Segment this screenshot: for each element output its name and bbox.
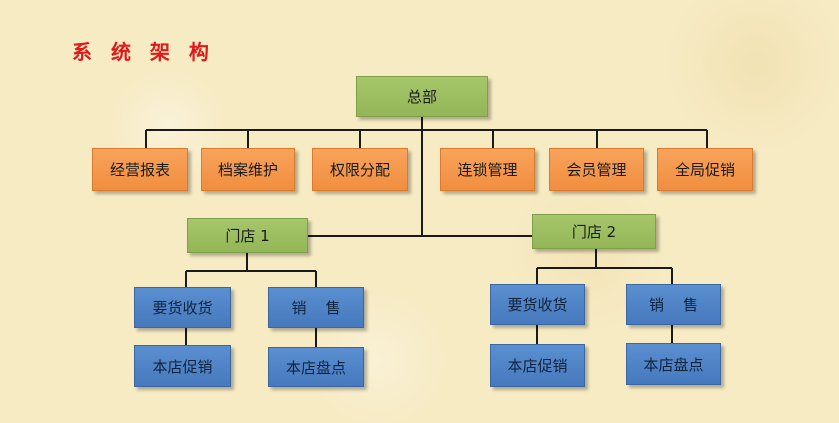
node-store2-inventory: 本店盘点 [626, 343, 721, 385]
node-store1-inventory: 本店盘点 [268, 347, 364, 387]
node-store1-promotion: 本店促销 [134, 345, 231, 387]
node-module-archive: 档案维护 [201, 148, 295, 191]
node-headquarters: 总部 [356, 76, 488, 117]
node-module-promotions: 全局促销 [657, 148, 753, 191]
page-title: 系 统 架 构 [72, 40, 215, 64]
node-module-members: 会员管理 [549, 148, 644, 191]
node-store2-sales: 销 售 [626, 284, 721, 325]
node-module-reports: 经营报表 [92, 148, 188, 191]
node-store2-ordering: 要货收货 [490, 284, 585, 325]
node-store1-sales: 销 售 [268, 287, 364, 328]
node-module-chain: 连锁管理 [440, 148, 535, 191]
node-store-2: 门店 2 [532, 214, 656, 249]
node-store-1: 门店 1 [187, 218, 308, 253]
node-store2-promotion: 本店促销 [490, 344, 585, 387]
node-store1-ordering: 要货收货 [134, 287, 231, 328]
node-module-permissions: 权限分配 [312, 148, 408, 191]
